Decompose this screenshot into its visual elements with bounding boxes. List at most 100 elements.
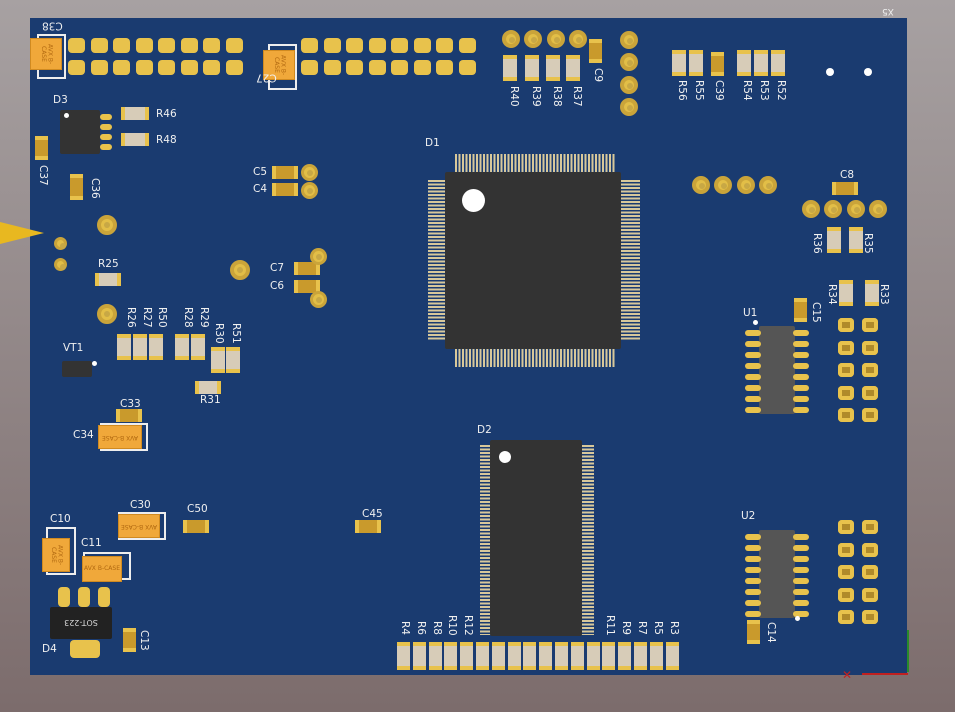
header-pin	[68, 60, 85, 75]
d2-memory-chip	[490, 440, 582, 636]
c27-capacitor: AVX B-CASE	[263, 50, 295, 80]
label-r4: R4	[399, 621, 411, 635]
capacitor-c50	[183, 520, 209, 533]
header-pin	[413, 38, 431, 53]
mounting-hole	[826, 68, 834, 76]
resistor	[539, 642, 553, 670]
via-pad	[802, 200, 820, 218]
resistor-r28	[175, 334, 189, 360]
resistor-r31	[195, 381, 221, 394]
x-axis-icon: ✕	[842, 668, 853, 682]
resistor	[507, 642, 521, 670]
label-r3: R3	[668, 621, 680, 635]
resistor	[555, 642, 568, 670]
resistor-r26	[117, 334, 131, 360]
capacitor-c6	[294, 280, 320, 293]
y-axis-gizmo	[907, 630, 909, 672]
label-c9: C9	[592, 68, 604, 83]
pin1-dot	[795, 616, 800, 621]
label-r54: R54	[741, 80, 753, 101]
label-c10: C10	[50, 513, 71, 525]
resistor-r46	[121, 107, 149, 120]
resistor-r54	[737, 50, 751, 76]
connector-pin	[838, 340, 854, 355]
resistor-r51	[226, 347, 240, 373]
resistor-r39	[525, 55, 539, 81]
resistor	[634, 642, 647, 670]
connector-pin	[862, 542, 878, 557]
header-pin	[135, 38, 153, 53]
resistor-r52	[771, 50, 785, 76]
mounting-hole	[864, 68, 872, 76]
resistor-r29	[191, 334, 205, 360]
via-pad	[737, 176, 755, 194]
connector-pin	[862, 520, 878, 534]
resistor-r55	[689, 50, 703, 76]
label-r29: R29	[198, 307, 210, 328]
resistor	[586, 642, 600, 670]
label-r33: R33	[878, 284, 890, 305]
tantalum-c11: AVX B-CASE	[82, 556, 122, 582]
label-r31: R31	[200, 394, 221, 406]
capacitor-c13	[123, 628, 136, 652]
resistor-r27	[133, 334, 147, 360]
label-c36: C36	[89, 178, 101, 199]
label-r39: R39	[530, 86, 542, 107]
connector-pin	[862, 363, 878, 377]
connector-pin	[838, 318, 854, 332]
connector-pin	[838, 408, 854, 422]
d4-regulator: SOT-223	[50, 607, 112, 639]
header-pin	[368, 60, 386, 75]
via-pad	[824, 200, 842, 218]
header-pin	[135, 60, 153, 75]
resistor-r40	[503, 55, 517, 81]
header-pin	[436, 60, 453, 75]
via-pad	[847, 200, 865, 218]
label-r40: R40	[508, 86, 520, 107]
tantalum-c30: AVX B-CASE	[118, 514, 160, 538]
header-pin	[346, 60, 363, 75]
label-r50: R50	[156, 307, 168, 328]
header-pin	[180, 38, 198, 53]
tantalum-c34: AVX B-CASE	[98, 425, 142, 449]
label-r52: R52	[775, 80, 787, 101]
resistor	[602, 642, 616, 670]
via-pad	[714, 176, 732, 194]
label-r6: R6	[415, 621, 427, 635]
resistor-r33	[865, 280, 879, 306]
label-r30: R30	[213, 323, 225, 344]
capacitor-c45	[355, 520, 381, 533]
header-pin	[68, 38, 85, 53]
header-pin	[323, 60, 341, 75]
resistor-r38	[546, 55, 560, 81]
header-pin	[113, 38, 130, 53]
header-pin	[225, 38, 243, 53]
header-pin	[301, 60, 318, 75]
label-r36: R36	[811, 233, 823, 254]
label-c11: C11	[81, 537, 102, 549]
header-pin	[391, 38, 408, 53]
corner-label: X5	[882, 6, 894, 16]
label-r38: R38	[551, 86, 563, 107]
pointer-marker-icon	[0, 222, 44, 244]
vt1-transistor	[62, 361, 92, 377]
header-pin	[225, 60, 243, 75]
label-r7: R7	[636, 621, 648, 635]
header-pin	[113, 60, 130, 75]
label-r26: R26	[125, 307, 137, 328]
connector-pin	[838, 587, 854, 602]
label-d3: D3	[53, 94, 68, 106]
label-c39: C39	[713, 80, 725, 101]
capacitor-c8	[832, 182, 858, 195]
connector-pin	[838, 385, 854, 400]
label-d1: D1	[425, 137, 440, 149]
capacitor-c36	[70, 174, 83, 200]
header-pin	[90, 60, 108, 75]
label-c38: C38	[42, 19, 63, 32]
connector-pin	[838, 520, 854, 534]
label-r51: R51	[230, 323, 242, 344]
header-pin	[436, 38, 453, 53]
resistor	[523, 642, 537, 670]
label-r34: R34	[826, 284, 838, 305]
connector-pin	[838, 363, 854, 377]
